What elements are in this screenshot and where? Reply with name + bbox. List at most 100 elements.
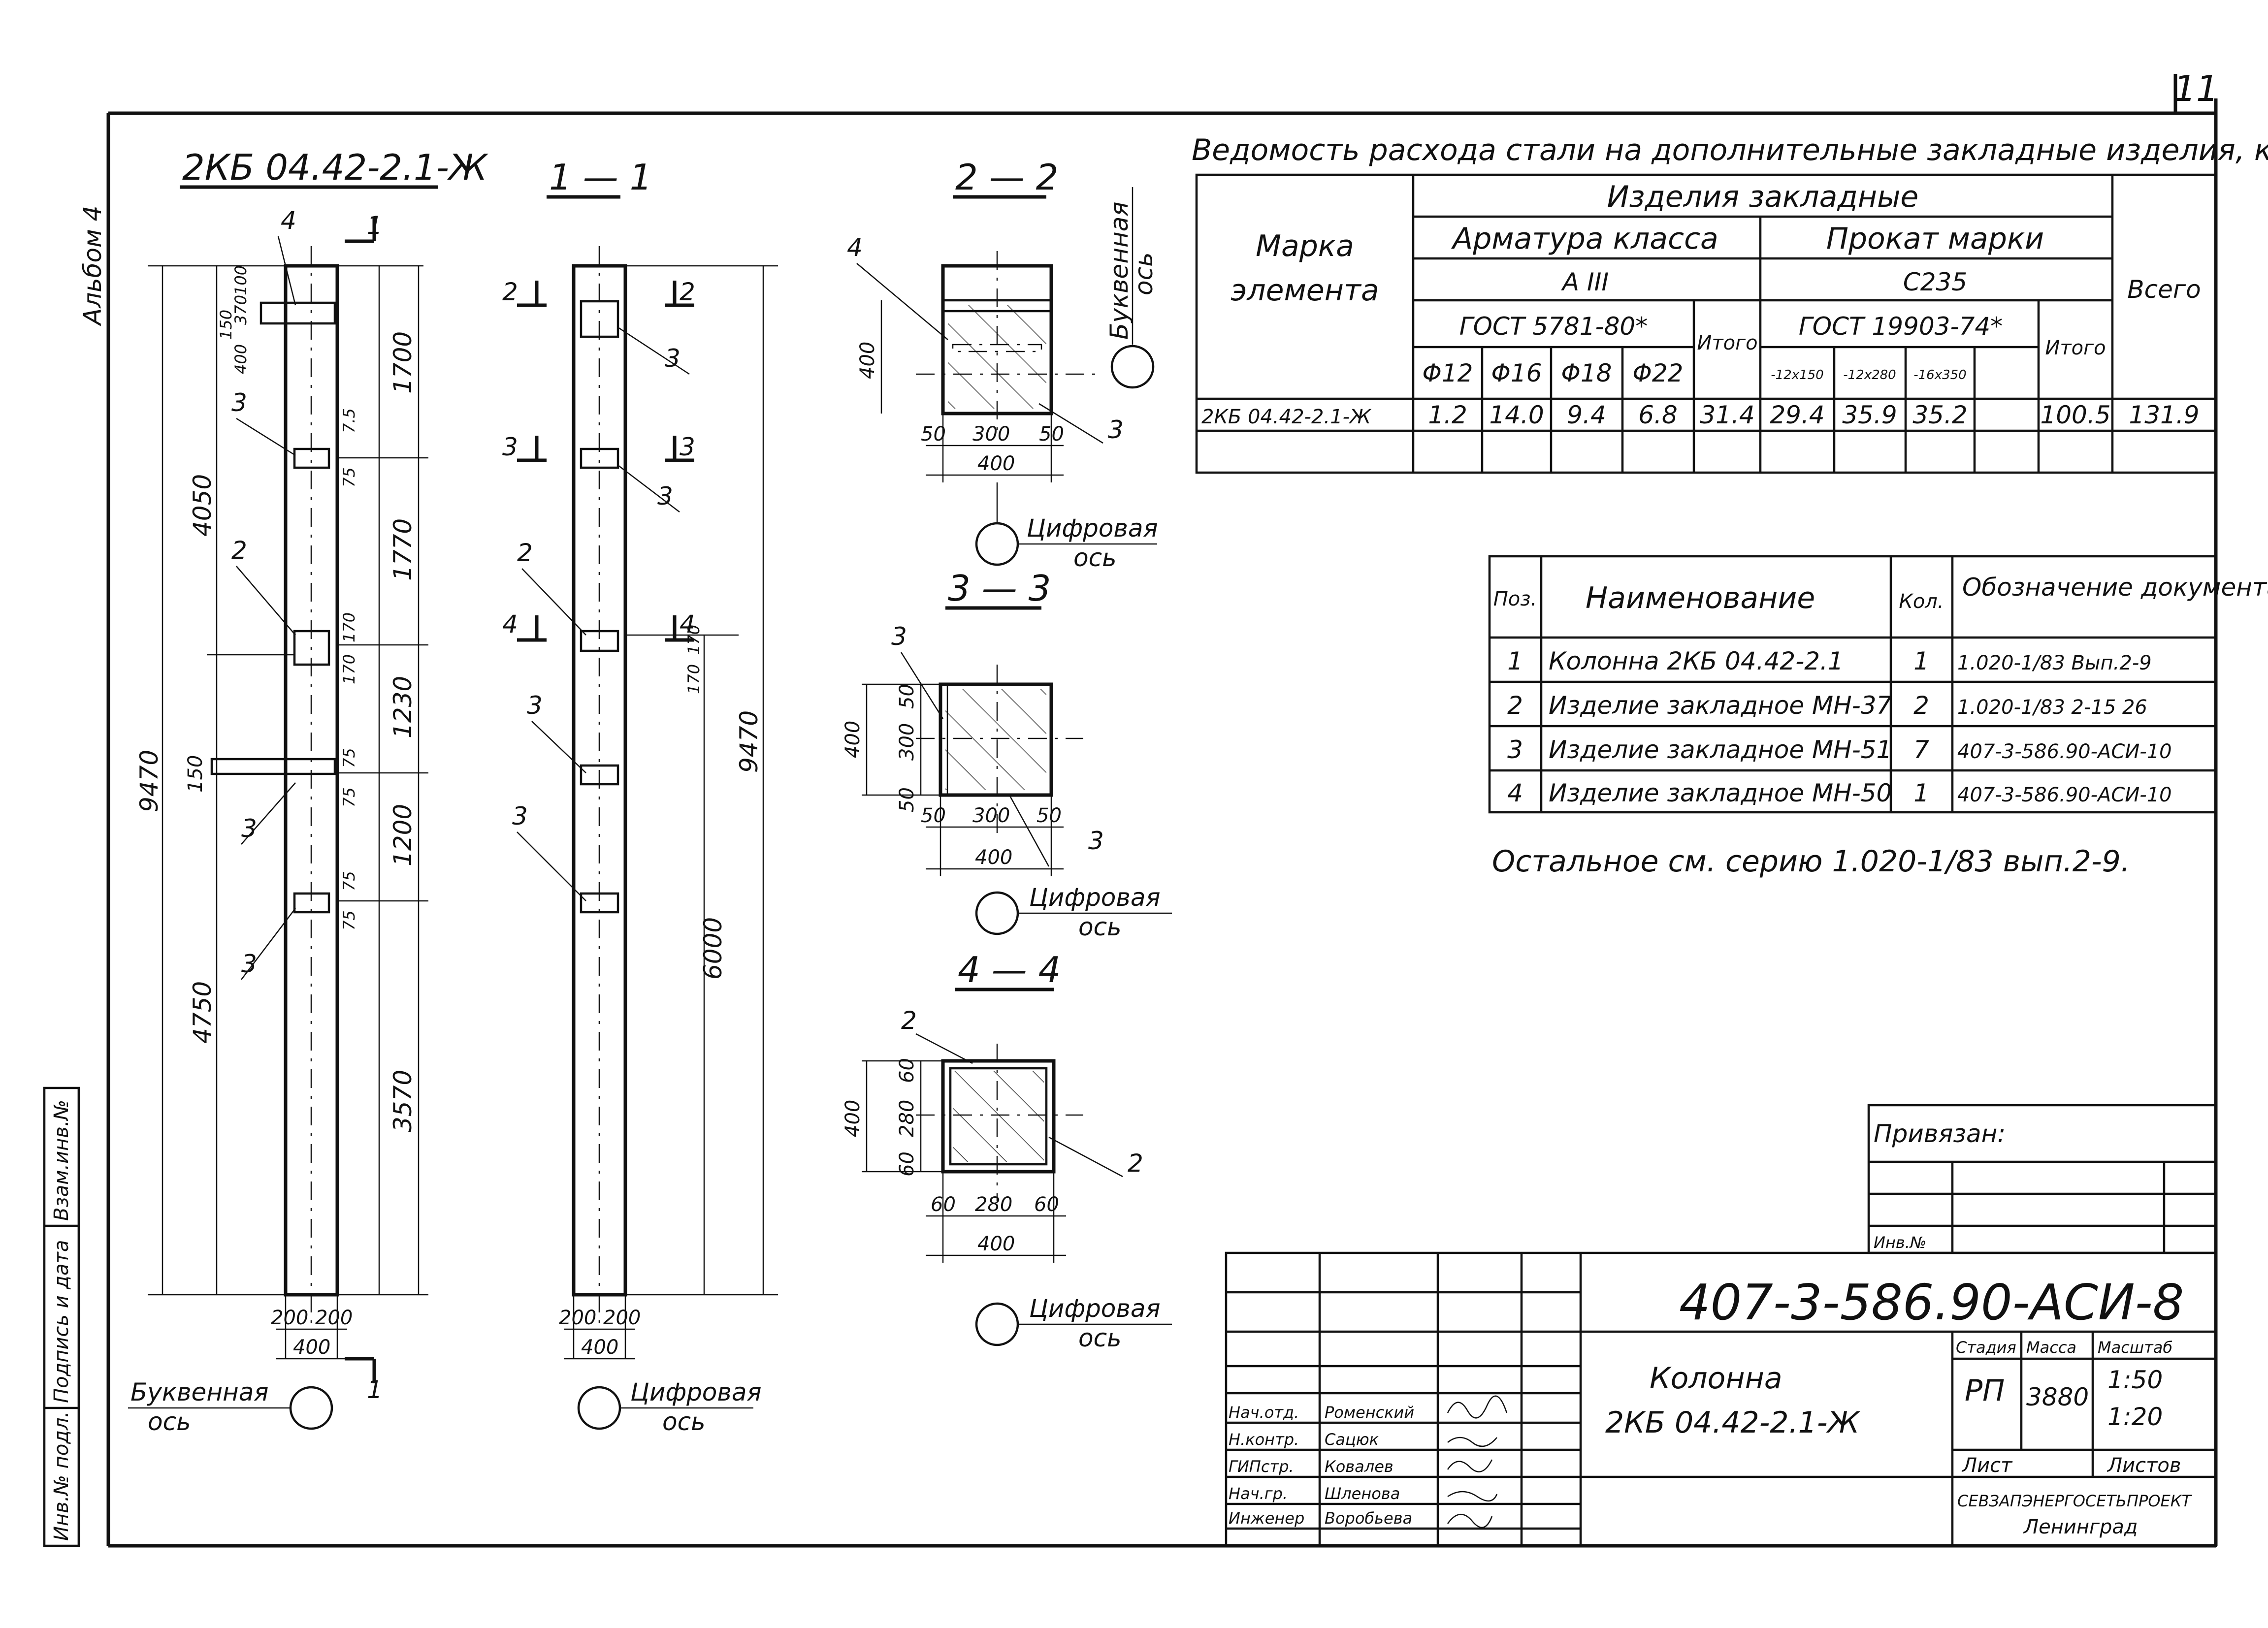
s33-callout-3-a: 3: [891, 622, 907, 651]
spec-r4-qty: 1: [1913, 779, 1929, 807]
steel-consumption-table: Ведомость расхода стали на дополнительны…: [1192, 133, 2268, 474]
steel-val-f16: 14.0: [1489, 401, 1544, 429]
dim-4050: 4050: [188, 474, 217, 537]
steel-col-f22: Φ22: [1633, 359, 1684, 387]
spec-r3-name: Изделие закладное МН-51: [1549, 735, 1892, 764]
embedded-part-3c: [293, 892, 330, 914]
spec-r2-name: Изделие закладное МН-37: [1549, 691, 1892, 720]
tb-stage: РП: [1965, 1373, 2005, 1408]
steel-col-f12: Φ12: [1423, 359, 1473, 387]
s22-digit-axis-circle: [975, 522, 1019, 566]
s11-dim-170-b: 170: [684, 664, 703, 694]
steel-col-12x150: -12x150: [1771, 368, 1823, 383]
s11-callout-2: 2: [517, 539, 533, 567]
tb-scale-2: 1:20: [2107, 1403, 2163, 1431]
dim-200-b: 200: [315, 1307, 353, 1329]
spec-h-qty: Кол.: [1899, 590, 1944, 613]
tb-city: Ленинград: [2023, 1516, 2138, 1538]
s44-callout-2-b: 2: [1128, 1149, 1143, 1178]
main-view-title: 2КБ 04.42-2.1-Ж: [182, 147, 489, 188]
s33-dim-50-h-a: 50: [921, 804, 946, 827]
spec-r3-pos: 3: [1507, 735, 1523, 764]
tb-bound-label: Привязан:: [1874, 1119, 2006, 1148]
dim-3570: 3570: [389, 1070, 417, 1132]
s44-digit-axis-label: Цифровая: [1029, 1294, 1161, 1323]
dim-200-a: 200: [271, 1307, 308, 1329]
section-1-1-part-4: [580, 300, 619, 338]
steel-h-rebar: Арматура класса: [1451, 222, 1718, 256]
s44-dim-60-h-a: 60: [931, 1193, 956, 1216]
tb-object-mark: 2КБ 04.42-2.1-Ж: [1605, 1405, 1860, 1440]
embedded-part-4: [259, 301, 336, 325]
s22-dim-300: 300: [972, 423, 1010, 446]
s22-callout-4: 4: [847, 233, 863, 262]
s11-digit-axis-label: Цифровая: [630, 1378, 762, 1406]
spec-rows: 1 Колонна 2КБ 04.42-2.1 1 1.020-1/83 Вып…: [1507, 647, 2172, 807]
s33-digit-axis-circle: [975, 891, 1019, 935]
s11-callout-3-a: 3: [665, 344, 680, 373]
spec-r1-qty: 1: [1913, 647, 1929, 675]
steel-val-f12: 1.2: [1428, 401, 1467, 429]
steel-h-rebar-subtotal: Итого: [1697, 332, 1757, 354]
section-1-1-view: 1 — 1 2 2 3 3 4 4 3 3 2 3 3: [502, 157, 778, 1436]
s44-dim-60-h-b: 60: [1034, 1193, 1059, 1216]
dim-75-d: 75: [340, 871, 358, 891]
letter-axis-sub: ось: [148, 1407, 191, 1436]
s33-callout-3-b: 3: [1088, 827, 1104, 855]
dim-150: 150: [217, 310, 235, 340]
dim-4750: 4750: [188, 981, 217, 1044]
steel-val-rebar-total: 31.4: [1700, 401, 1754, 429]
cut-2-right: 2: [680, 278, 695, 306]
side-stamp-signature: Подпись и дата: [50, 1240, 73, 1403]
tb-scale-1: 1:50: [2107, 1366, 2163, 1394]
dim-170-a: 170: [340, 612, 358, 642]
dim-370: 370: [231, 295, 250, 325]
steel-h-rolled-subtotal: Итого: [2045, 337, 2106, 359]
dim-1230: 1230: [389, 676, 417, 738]
s11-dim-9470: 9470: [735, 710, 763, 773]
spec-r4-doc: 407-3-586.90-АСИ-10: [1957, 784, 2172, 806]
s22-callout-3: 3: [1108, 415, 1124, 444]
s22-dim-400-v: 400: [856, 342, 879, 379]
s44-dim-60-v-b: 60: [896, 1151, 918, 1177]
cut-2-left: 2: [502, 278, 518, 306]
section-1-1-part-3b: [580, 764, 619, 786]
section-1-1-part-3c: [580, 892, 619, 914]
letter-axis-circle: [289, 1386, 333, 1430]
spec-r4-pos: 4: [1507, 779, 1523, 807]
embedded-part-2: [293, 630, 330, 666]
s11-digit-axis-circle: [577, 1386, 621, 1430]
s11-dim-200-b: 200: [603, 1307, 641, 1329]
dim-1700: 1700: [389, 331, 417, 394]
cut-4-left: 4: [502, 610, 518, 638]
tb-staff-4-name: Шленова: [1325, 1484, 1400, 1503]
album-label: Альбом 4: [78, 206, 107, 326]
dim-75-b: 75: [340, 748, 358, 768]
s11-dim-200-a: 200: [559, 1307, 596, 1329]
dim-1200: 1200: [389, 804, 417, 866]
section-1-1-part-2: [580, 630, 619, 652]
section-1-1-part-3a: [580, 447, 619, 469]
dim-75-c: 75: [340, 787, 358, 807]
section-3-3-title: 3 — 3: [948, 568, 1051, 609]
spec-r2-qty: 2: [1913, 691, 1929, 720]
spec-r2-doc: 1.020-1/83 2-15 26: [1957, 696, 2147, 719]
tb-staff-1-role: Нач.отд.: [1229, 1403, 1299, 1422]
side-stamp-interchange: Взам.инв.№: [50, 1100, 73, 1221]
tb-staff: Нач.отд. Роменский Н.контр. Сацюк ГИПстр…: [1229, 1403, 1414, 1528]
callout-3-c: 3: [241, 950, 257, 978]
tb-staff-2-role: Н.контр.: [1229, 1430, 1299, 1449]
dim-75-e: 75: [340, 910, 358, 930]
signatures: [1447, 1395, 1508, 1529]
s22-dim-50-a: 50: [921, 423, 946, 446]
s33-dim-50-h-b: 50: [1037, 804, 1062, 827]
cut-3-right: 3: [680, 433, 695, 461]
s33-dim-300-v: 300: [896, 723, 918, 761]
s33-dim-400-h: 400: [975, 846, 1012, 869]
tb-sheet-label: Лист: [1961, 1454, 2013, 1477]
tb-staff-4-role: Нач.гр.: [1229, 1484, 1288, 1503]
section-1-1-title: 1 — 1: [549, 157, 652, 198]
steel-table-title: Ведомость расхода стали на дополнительны…: [1192, 133, 2268, 167]
s22-letter-axis-label: Буквенная: [1105, 202, 1134, 340]
